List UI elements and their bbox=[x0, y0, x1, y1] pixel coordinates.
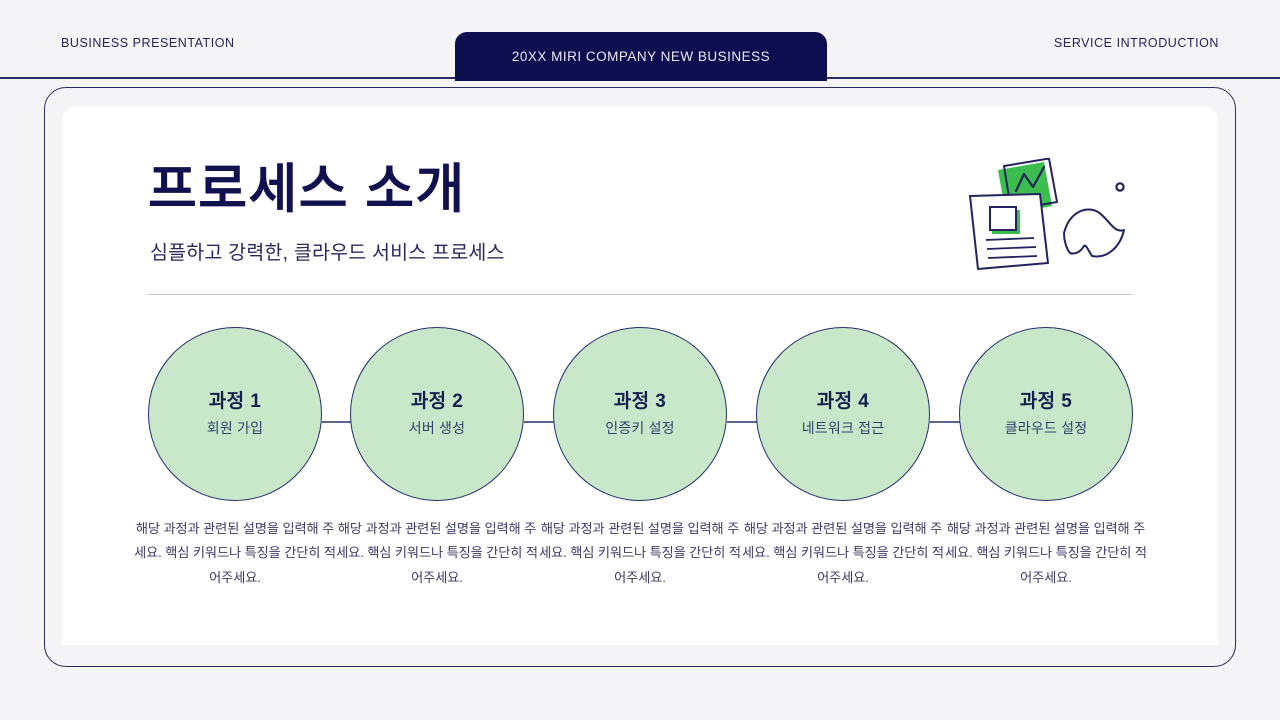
process-circle-2[interactable]: 과정 2 서버 생성 bbox=[350, 327, 524, 501]
illustration-svg bbox=[969, 157, 1125, 270]
header-left-label: BUSINESS PRESENTATION bbox=[61, 36, 235, 50]
process-step-2-subtitle: 서버 생성 bbox=[408, 420, 466, 437]
process-step-2-description: 해당 과정과 관련된 설명을 입력해 주세요. 핵심 키워드나 특징을 간단히 … bbox=[336, 521, 538, 585]
process-step-5-title: 과정 5 bbox=[1019, 390, 1073, 412]
header-right-label: SERVICE INTRODUCTION bbox=[1054, 36, 1219, 50]
process-step-row: 과정 1 회원 가입 과정 2 서버 생성 과정 bbox=[148, 327, 1133, 502]
curled-paper bbox=[1063, 208, 1125, 258]
document-line-1 bbox=[985, 237, 1035, 241]
small-ring-dot bbox=[1115, 182, 1125, 192]
process-step-2[interactable]: 과정 2 서버 생성 bbox=[350, 327, 524, 501]
process-step-2-title: 과정 2 bbox=[410, 390, 464, 412]
process-step-4-description: 해당 과정과 관련된 설명을 입력해 주세요. 핵심 키워드나 특징을 간단히 … bbox=[742, 521, 944, 585]
process-step-4[interactable]: 과정 4 네트워크 접근 bbox=[756, 327, 930, 501]
header-banner-title: 20XX MIRI COMPANY NEW BUSINESS bbox=[511, 49, 771, 64]
page-subtitle: 심플하고 강력한, 클라우드 서비스 프로세스 bbox=[150, 242, 505, 264]
document-block-outline bbox=[989, 206, 1017, 231]
process-circle-1[interactable]: 과정 1 회원 가입 bbox=[148, 327, 322, 501]
process-circle-5[interactable]: 과정 5 클라우드 설정 bbox=[959, 327, 1133, 501]
header-banner: 20XX MIRI COMPANY NEW BUSINESS bbox=[455, 32, 827, 81]
process-step-3[interactable]: 과정 3 인증키 설정 bbox=[553, 327, 727, 501]
process-step-3-description: 해당 과정과 관련된 설명을 입력해 주세요. 핵심 키워드나 특징을 간단히 … bbox=[539, 521, 741, 585]
process-step-3-subtitle: 인증키 설정 bbox=[605, 420, 675, 437]
process-step-5-subtitle: 클라우드 설정 bbox=[1004, 420, 1088, 437]
document-line-2 bbox=[986, 246, 1037, 250]
process-step-1[interactable]: 과정 1 회원 가입 bbox=[148, 327, 322, 501]
title-divider bbox=[148, 294, 1132, 295]
process-step-1-subtitle: 회원 가입 bbox=[206, 420, 264, 437]
slide-frame-border bbox=[44, 87, 1236, 667]
process-step-3-title: 과정 3 bbox=[613, 390, 667, 412]
document-line-3 bbox=[987, 255, 1038, 259]
process-step-5-description: 해당 과정과 관련된 설명을 입력해 주세요. 핵심 키워드나 특징을 간단히 … bbox=[945, 521, 1147, 585]
process-step-4-title: 과정 4 bbox=[816, 390, 870, 412]
chart-zigzag-line bbox=[1014, 165, 1046, 193]
process-circle-4[interactable]: 과정 4 네트워크 접근 bbox=[756, 327, 930, 501]
process-circle-3[interactable]: 과정 3 인증키 설정 bbox=[553, 327, 727, 501]
process-step-1-description: 해당 과정과 관련된 설명을 입력해 주세요. 핵심 키워드나 특징을 간단히 … bbox=[134, 521, 336, 585]
process-step-5[interactable]: 과정 5 클라우드 설정 bbox=[959, 327, 1133, 501]
documents-with-chart-illustration bbox=[952, 157, 1152, 283]
process-step-1-title: 과정 1 bbox=[208, 390, 262, 412]
page-title: 프로세스 소개 bbox=[148, 160, 466, 219]
process-step-4-subtitle: 네트워크 접근 bbox=[801, 420, 885, 437]
